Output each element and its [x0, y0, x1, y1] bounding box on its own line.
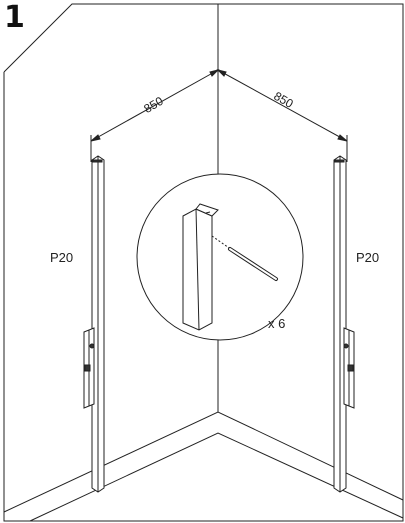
- screw-icon: [228, 247, 278, 281]
- detail-magnifier: [136, 173, 304, 341]
- step-number: 1: [4, 0, 25, 35]
- floor-outer-edge: [29, 432, 404, 522]
- right-profile-label: P20: [356, 250, 379, 265]
- left-profile-label: P20: [50, 250, 73, 265]
- page-frame: [3, 3, 404, 522]
- dimension-right-label: 850: [271, 89, 296, 111]
- dimension-lines: [90, 64, 348, 162]
- left-wall-profile: [83, 155, 105, 493]
- detail-profile: [182, 203, 219, 331]
- dimension-left-label: 850: [141, 94, 166, 116]
- right-wall-profile: [333, 155, 355, 493]
- detail-quantity-label: x 6: [268, 316, 285, 331]
